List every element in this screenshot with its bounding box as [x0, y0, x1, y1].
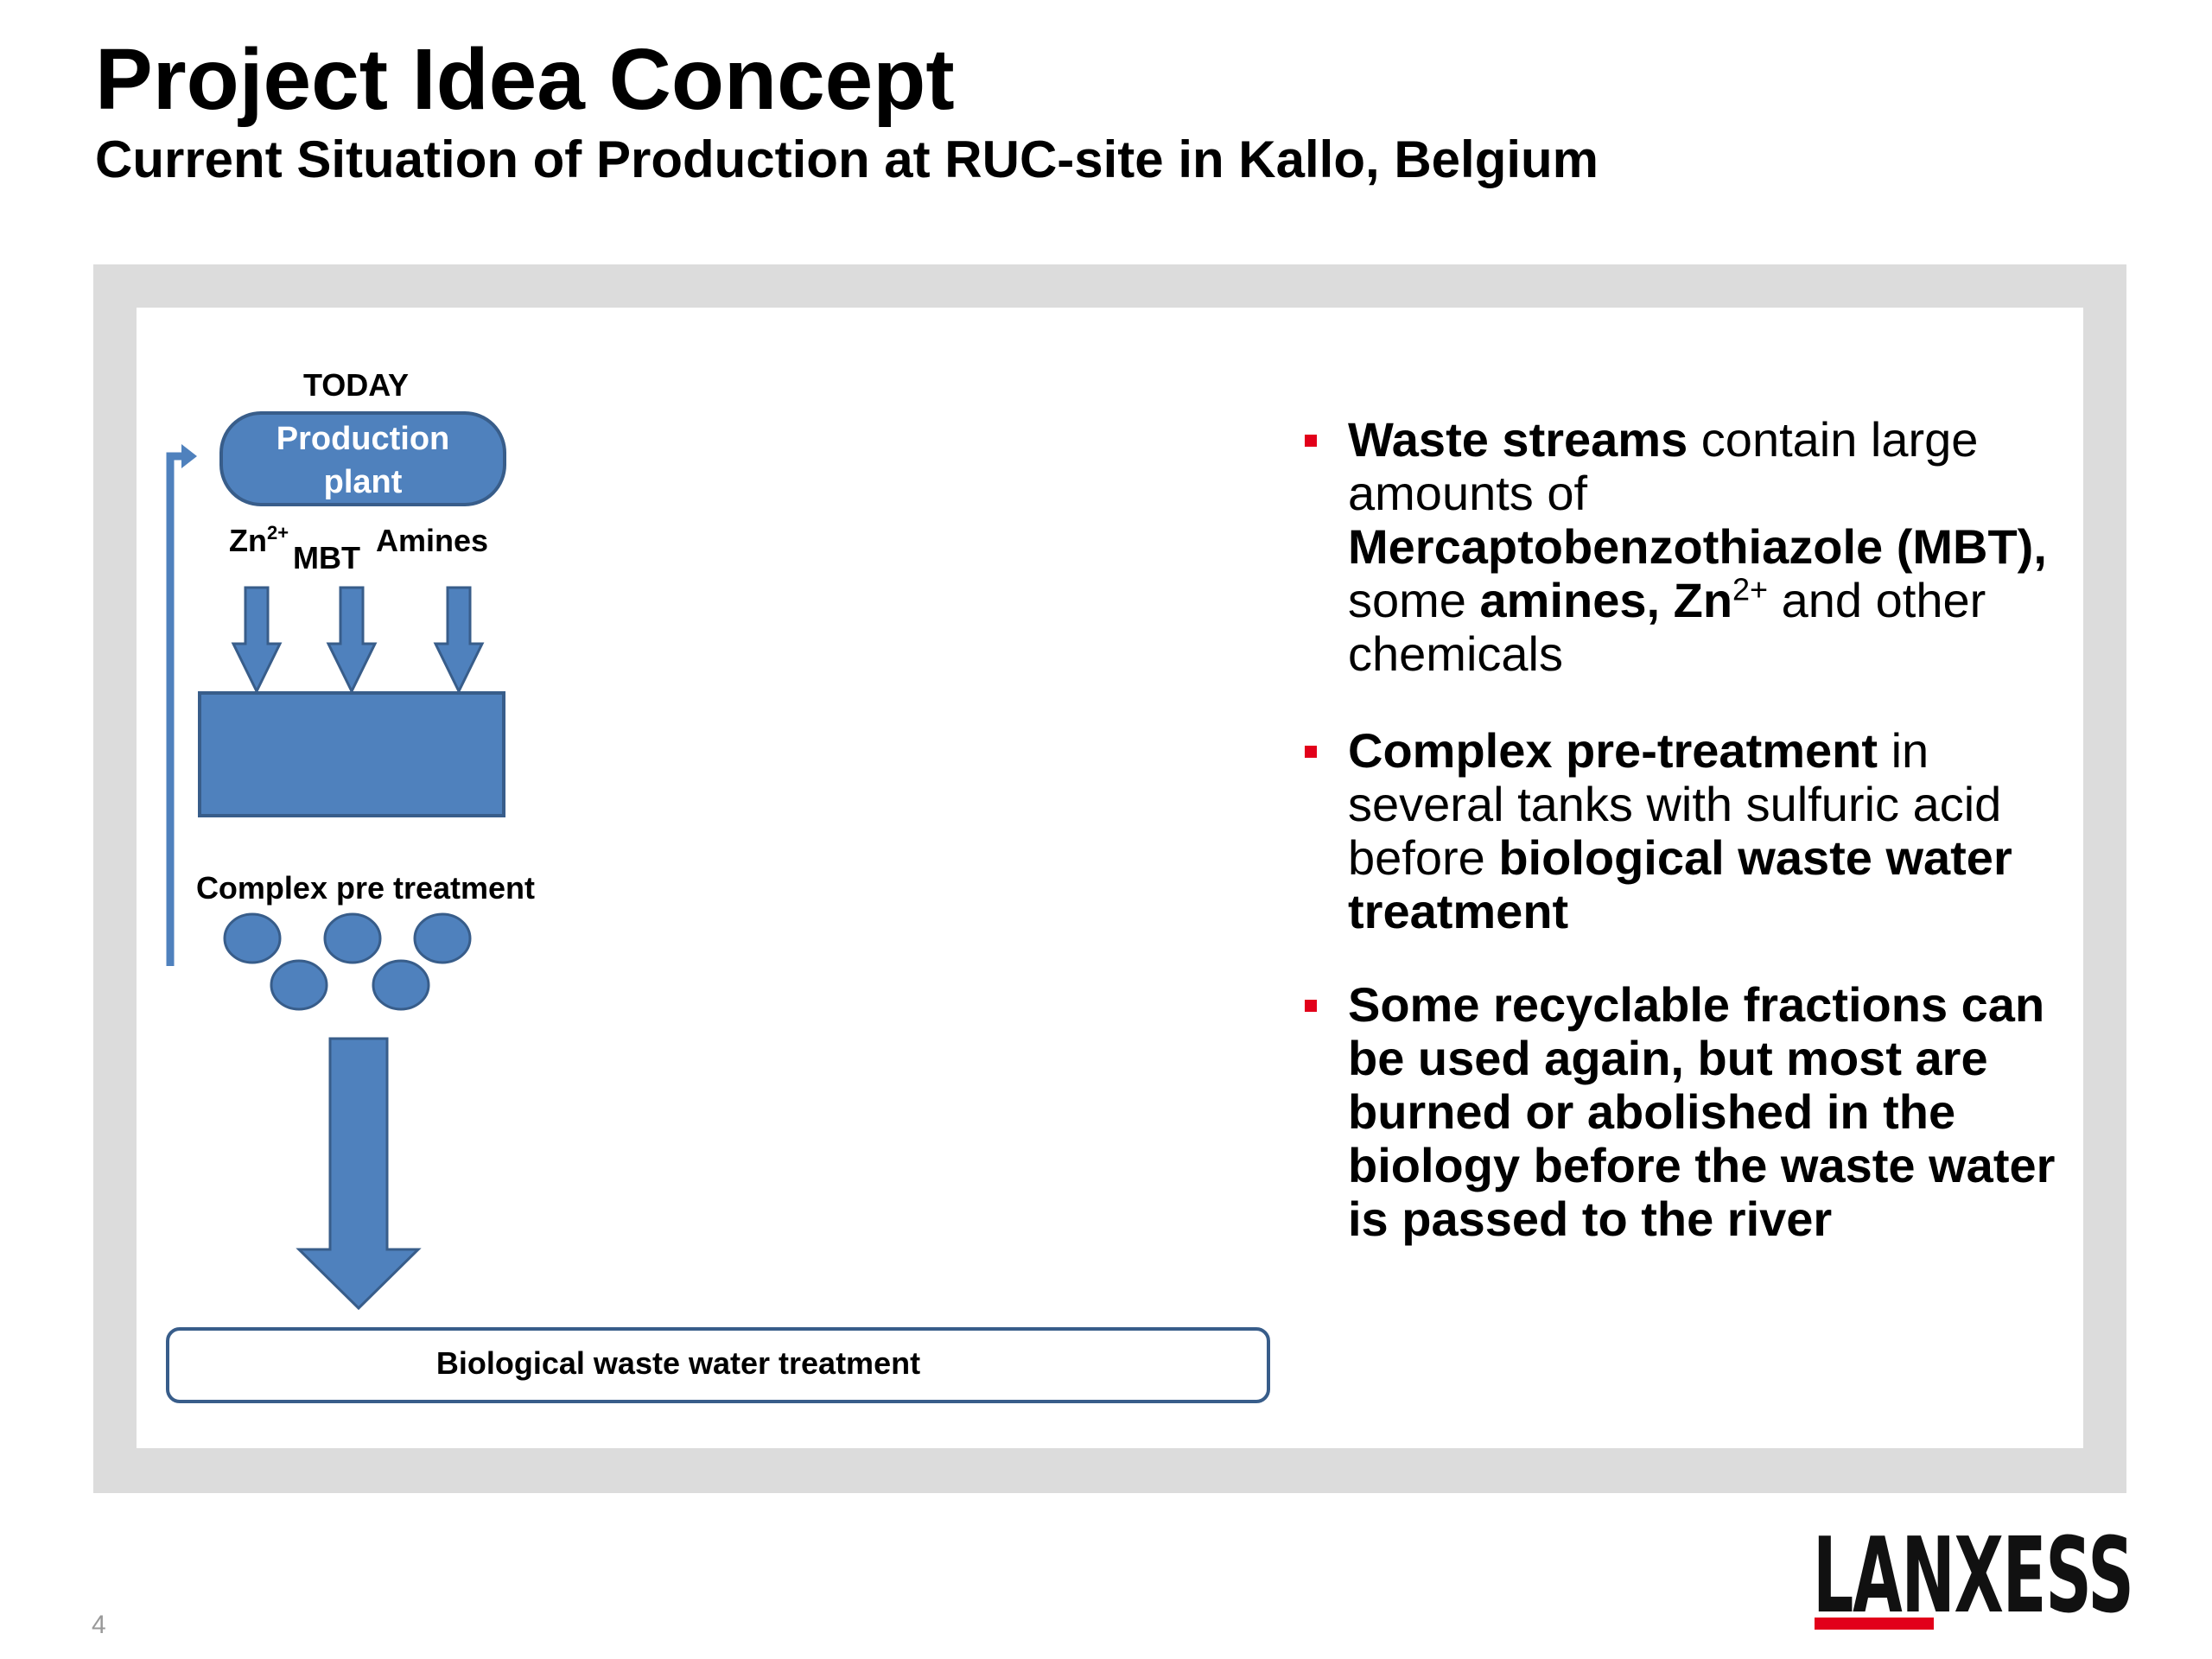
bullet-2-bold-1: Complex pre-treatment: [1348, 723, 1878, 778]
bullet-square-icon: [1305, 435, 1317, 447]
bullet-square-icon: [1305, 746, 1317, 758]
pretreatment-tank: [372, 959, 430, 1011]
bio-treatment-label: Biological waste water treatment: [436, 1345, 920, 1381]
pretreatment-tank: [323, 912, 382, 964]
flow-down-arrow: [296, 1037, 422, 1311]
bullet-waste-streams: Waste streams contain large amounts of M…: [1305, 413, 2082, 681]
production-plant-label-line1: Production: [276, 421, 450, 457]
lanxess-logo-text: LANXESS: [1813, 1516, 2134, 1637]
pretreatment-tank: [270, 959, 328, 1011]
bullet-1-bold-1: Waste streams: [1348, 412, 1688, 467]
bullet-2-bold-2: biological waste water treatment: [1348, 830, 2012, 938]
lanxess-logo: LANXESS: [1813, 1516, 2134, 1637]
recycle-loop-arrow: [166, 444, 197, 966]
input-zn-arrow: [231, 586, 283, 695]
key-points-list: Waste streams contain large amounts of M…: [1305, 413, 2082, 1289]
today-label: TODAY: [303, 367, 409, 403]
bullet-1-text-3: and other chemicals: [1348, 573, 1986, 681]
production-plant-box: [219, 411, 506, 506]
input-amines-label: Amines: [376, 523, 488, 558]
bullet-1-bold-3: amines, Zn: [1479, 573, 1733, 627]
input-zn-symbol: Zn: [229, 523, 267, 558]
pretreatment-tank: [223, 912, 282, 964]
page-number: 4: [92, 1611, 106, 1639]
bullet-1-bold-2: Mercaptobenzothiazole (MBT),: [1348, 519, 2047, 574]
pretreatment-tank: [413, 912, 472, 964]
lanxess-logo-red-bar: [1815, 1618, 1934, 1630]
bullet-complex-pretreatment: Complex pre-treatment in several tanks w…: [1305, 724, 2082, 938]
recycle-loop-arrowhead: [181, 444, 197, 468]
slide-subtitle: Current Situation of Production at RUC-s…: [95, 130, 1599, 188]
bio-treatment-box: [166, 1327, 1270, 1403]
pretreatment-label: Complex pre treatment: [196, 870, 535, 906]
input-amines-arrow: [433, 586, 485, 695]
bullet-1-text-2: some: [1348, 573, 1480, 627]
bullet-square-icon: [1305, 1000, 1317, 1012]
production-plant-label-line2: plant: [324, 464, 403, 500]
input-zn-label: Zn2+: [229, 522, 289, 558]
slide-title: Project Idea Concept: [95, 31, 955, 128]
bullet-3-bold-1: Some recyclable fractions can be used ag…: [1348, 977, 2056, 1246]
input-mbt-label: MBT: [293, 540, 360, 575]
pretreatment-tanks: [223, 912, 472, 1011]
process-reactor-box: [198, 691, 505, 817]
input-zn-charge: 2+: [267, 522, 289, 543]
bullet-1-superscript: 2+: [1732, 571, 1769, 607]
bullet-2-text-1: in several tanks with sulfuric acid befo…: [1348, 723, 2002, 885]
input-mbt-arrow: [326, 586, 378, 695]
recycle-loop-line: [166, 452, 184, 966]
bullet-recyclable-fractions: Some recyclable fractions can be used ag…: [1305, 978, 2082, 1246]
bullet-1-text-1: contain large amounts of: [1348, 412, 1979, 520]
